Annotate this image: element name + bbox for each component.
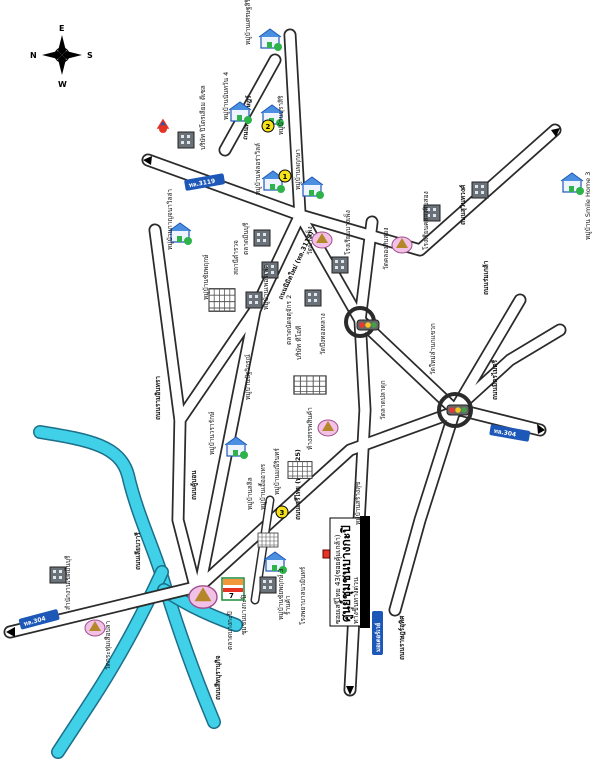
building-icon — [331, 256, 349, 274]
destination-title-box: ศูนย์ชุมชนบางกะปิ ซอยเสรีไทย 43(ซอยคุ้มเ… — [329, 516, 370, 628]
svg-text:1: 1 — [283, 173, 288, 181]
compass-rose: N E S W — [30, 24, 93, 89]
svg-text:7: 7 — [229, 592, 234, 600]
svg-text:ทล.304: ทล.304 — [493, 428, 516, 439]
temple-icon — [317, 419, 339, 437]
place-label: หมู่บ้านเศรษฐสิริ — [244, 0, 252, 45]
road-label: ถนนสุวินทวงศ์ — [459, 184, 467, 225]
building-icon — [177, 131, 195, 149]
highway-sign: ทล.3119 — [184, 173, 225, 191]
road-label: ถนนเลียบวารี — [134, 532, 142, 570]
highway-signs: ทล.304 ทล.3119 ทล.304 มอเตอร์เวย์ — [18, 173, 531, 655]
place-label: หมู่บ้านสร้างสุข — [354, 482, 362, 525]
place-label: หมู่บ้านชัยพฤกษ์ 3 — [277, 568, 285, 620]
place-label: วัดลาดปลาดุก — [379, 380, 387, 420]
place-label: ตลาดนัดจตุจักร 2 — [285, 295, 293, 345]
road-label: ถนนมิตรไมตรี — [490, 359, 499, 400]
place-label: วัดใหม่ลำนกแขวก — [429, 323, 437, 375]
place-label: หมู่บ้านลลิล — [246, 477, 254, 510]
place-label: ตลาดบางกะปิ — [226, 611, 234, 650]
place-label: ชุมชนบางกะปิ — [240, 595, 248, 635]
place-label: หมู่บ้านชัยพฤกษ์ — [202, 254, 210, 300]
place-label: ตลาดมีนบุรี — [242, 222, 250, 255]
place-label: ร้านค้า — [284, 595, 292, 615]
place-label: วัดบางเพ็ง — [305, 226, 314, 255]
place-label: หมู่บ้านเอื้ออาทร — [258, 463, 267, 510]
temple-icon — [188, 585, 218, 609]
road-label: ถนนสีหบุรานุกิจ — [214, 655, 222, 700]
place-label: โรงเรียนคลองสิบสอง — [422, 191, 430, 250]
place-label: โรงพยาบาลนวมินทร์ — [299, 566, 307, 625]
marker-2: 2 — [261, 119, 275, 133]
place-label: ห้างสรรพสินค้า — [306, 407, 314, 450]
place-label: หมู่บ้านฟลอร่าวิลล์ — [254, 143, 262, 195]
house-icon — [258, 28, 283, 52]
highway-sign: มอเตอร์เวย์ — [372, 611, 383, 655]
highway-sign: ทล.304 — [489, 424, 531, 442]
building-icon — [304, 289, 322, 307]
building-icon — [253, 229, 271, 247]
road-label: ถนนคู้บอน — [189, 470, 199, 500]
seven-eleven-logo: 7 — [221, 577, 245, 601]
title-sub: ซอยเสรีไทย 43(ซอยคุ้มเกล้า) — [333, 534, 342, 624]
place-label: หมู่บ้านเพอร์เฟค — [262, 264, 270, 310]
temple-icon — [391, 236, 413, 254]
place-label: วัดบึงทองหลาง — [319, 313, 327, 355]
house-icon — [560, 172, 585, 196]
place-label: สำนักงานเขตมีนบุรี — [64, 555, 72, 610]
temple-icon — [84, 619, 106, 637]
marker-3: 3 — [275, 505, 289, 519]
road-label: ถนนรามอินทรา — [154, 376, 162, 420]
place-label: โรงเรียนบางเพ็ง — [343, 210, 352, 255]
svg-text:3: 3 — [280, 509, 285, 517]
road-label: ถนนราษฎร์อุทิศ — [398, 615, 406, 660]
road-label: ถนนเสรีไทย (ทล.3125) — [293, 449, 302, 520]
title-sub2: ทางขึ้นทางด่วน — [349, 577, 360, 624]
traffic-light-icon — [446, 404, 470, 416]
numbered-markers: 1 2 3 — [261, 119, 292, 519]
place-label: หมู่บ้านมณีรินทร์ — [273, 448, 281, 495]
place-labels: หมู่บ้านเศรษฐสิริ หมู่บ้านนันทวัน 4 หมู่… — [64, 0, 592, 670]
place-label: หมู่บ้านกาญจนาวิลล่า — [166, 189, 174, 250]
place-label: บริษัท ปิโตรเลียม ดีเซล — [199, 85, 207, 150]
building-icon — [259, 576, 277, 594]
temple-icon — [311, 231, 333, 249]
place-label: บริษัท ทีโอที — [295, 326, 303, 360]
road-end-arrows — [6, 128, 560, 695]
place-label: หมู่บ้านพฤกษา — [294, 149, 302, 190]
place-label: หมู่บ้านวรารักษ์ — [208, 411, 216, 455]
place-label: วัดกระทุ่มเสือปลา — [104, 620, 112, 670]
place-label: หมู่บ้าน Smile Home 3 — [584, 172, 592, 240]
svg-text:2: 2 — [266, 123, 271, 131]
road-network — [3, 28, 567, 697]
building-icon — [471, 181, 489, 199]
compass-n: N — [30, 51, 37, 60]
gas-station-icon — [156, 118, 170, 133]
road-label: ถนนร่มเกล้า — [481, 260, 490, 295]
building-icon — [245, 291, 263, 309]
place-label: สถานีตำรวจ — [232, 240, 240, 275]
compass-e: E — [59, 24, 64, 33]
title-main: ศูนย์ชุมชนบางกะปิ — [339, 525, 354, 622]
place-label: วัดคลองสิบสอง — [382, 228, 390, 270]
place-label: หมู่บ้านนันทวัน 4 — [222, 72, 230, 120]
svg-text:ทล.3119: ทล.3119 — [188, 178, 215, 190]
place-label: หมู่บ้านบุราสิริ — [277, 95, 285, 135]
marker-1: 1 — [278, 169, 292, 183]
compass-s: S — [87, 51, 93, 60]
place-label: หมู่บ้านปัฐวิกรณ์ — [244, 354, 252, 400]
svg-text:มอเตอร์เวย์: มอเตอร์เวย์ — [374, 622, 382, 652]
compass-w: W — [58, 80, 67, 89]
traffic-light-icon — [356, 319, 380, 331]
